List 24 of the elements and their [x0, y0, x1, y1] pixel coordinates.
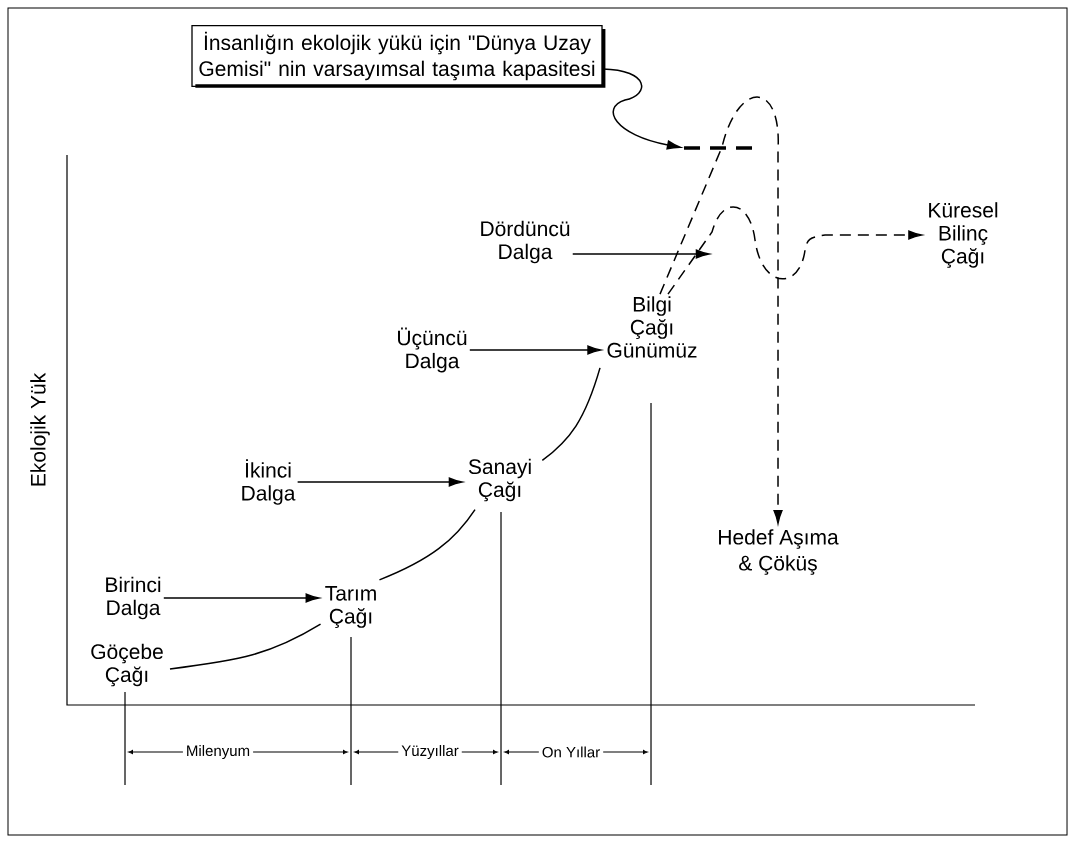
era-label: Göçebe Çağı [91, 643, 163, 687]
curve-line [378, 508, 476, 581]
curve-line [541, 367, 601, 462]
wave-label: Üçüncü Dalga [398, 327, 467, 373]
axis-label: Ekolojik Yük [27, 369, 53, 491]
era-label: Tarım Çağı [325, 586, 376, 628]
wave-label: Birinci Dalga [106, 576, 161, 620]
era-label: Bilgi Çağı Günümüz [607, 296, 697, 358]
wave-label: İkinci Dalga [242, 459, 296, 505]
arrow [572, 249, 710, 259]
dashed-arrow [667, 206, 923, 295]
dashed-arrow [659, 96, 783, 524]
dimension-label: On Yıllar [538, 743, 604, 761]
outcome-label: Hedef Aşıma & Çöküş [719, 529, 839, 575]
curve-line [169, 623, 322, 670]
arrow [163, 593, 320, 603]
arrow [296, 477, 463, 487]
dimension-label: Milenyum [182, 742, 254, 762]
era-label: Sanayi Çağı [468, 458, 531, 502]
dimension-label: Yüzyıllar [398, 742, 462, 762]
arrow [469, 345, 602, 355]
era-label: Küresel Bilinç Çağı [929, 202, 998, 268]
title-box: İnsanlığın ekolojik yükü için "Dünya Uzay Gemisi" nin varsayımsal taşıma kapasitesi [191, 25, 606, 88]
wave-label: Dördüncü Dalga [481, 220, 570, 264]
